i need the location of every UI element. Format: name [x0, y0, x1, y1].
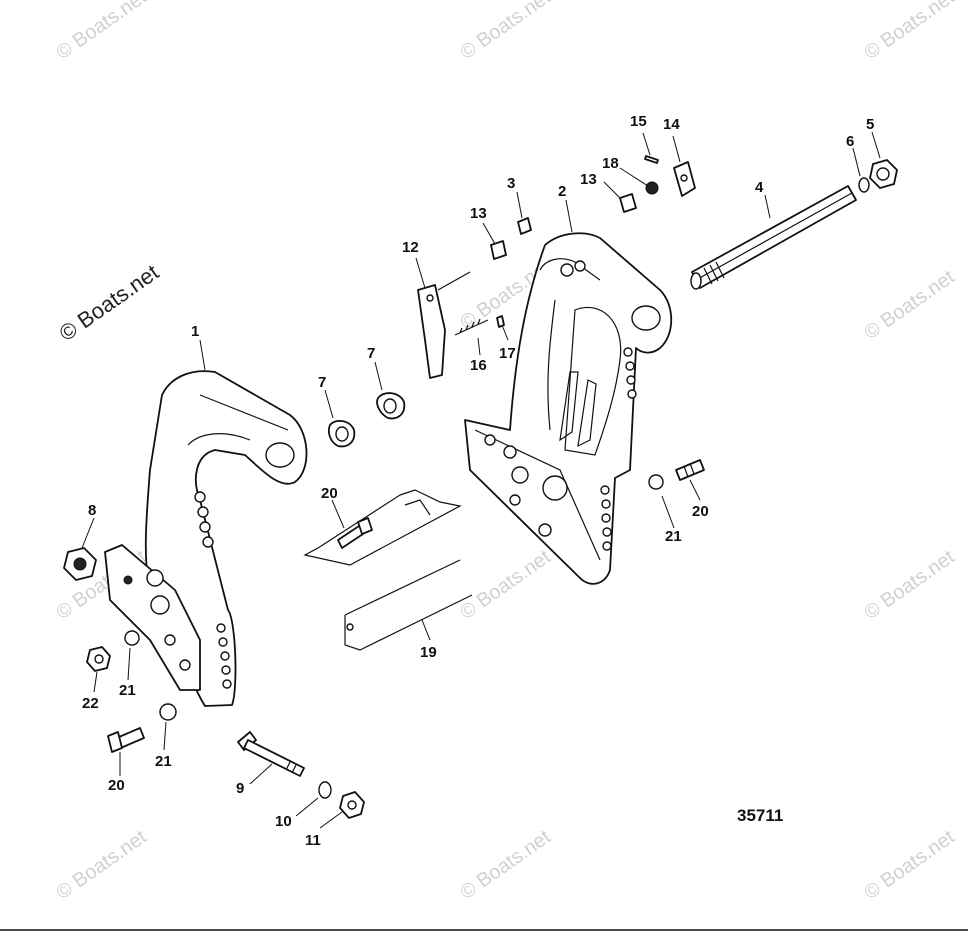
callout-label: 11	[305, 832, 321, 849]
part-washer-21b	[124, 630, 140, 646]
part-bolt-20c	[107, 727, 145, 753]
watermark: © Boats.net	[456, 826, 555, 904]
part-bracket-19	[303, 489, 473, 651]
watermark: © Boats.net	[456, 0, 555, 64]
callout-label: 4	[755, 179, 764, 196]
callout-label: 16	[470, 357, 487, 374]
callout-label: 15	[630, 113, 647, 130]
callout-label: 21	[665, 528, 682, 545]
callout-label: 9	[236, 780, 244, 797]
part-spring-16	[454, 318, 489, 336]
callout-label: 20	[321, 485, 338, 502]
callout-label: 5	[866, 116, 874, 133]
callout-label: 14	[663, 116, 680, 133]
callout-label: 2	[558, 183, 566, 200]
part-washer-6	[858, 177, 870, 193]
figure-number: 35711	[737, 806, 783, 825]
callout-label: 17	[499, 345, 516, 362]
part-washer-10	[318, 781, 332, 799]
part-bushing-13	[490, 240, 507, 260]
watermark-main: © Boats.net	[55, 259, 164, 346]
watermark: © Boats.net	[52, 826, 151, 904]
callout-label: 13	[470, 205, 487, 222]
part-lock-14	[673, 161, 696, 197]
leader-lines	[81, 131, 881, 829]
callout-label: 20	[692, 503, 709, 520]
part-bolt-20a	[337, 517, 373, 549]
part-nut-11	[339, 791, 365, 819]
watermark: © Boats.net	[860, 826, 959, 904]
callout-label: 20	[108, 777, 125, 794]
part-nut-18	[645, 181, 659, 195]
callout-label: 22	[82, 695, 99, 712]
watermark: © Boats.net	[52, 0, 151, 64]
callout-label: 21	[119, 682, 136, 699]
callout-label: 1	[191, 323, 199, 340]
callout-label: 3	[507, 175, 515, 192]
callout-label: 7	[318, 374, 326, 391]
watermark: © Boats.net	[860, 0, 959, 64]
callout-label: 8	[88, 502, 96, 519]
callout-label: 13	[580, 171, 597, 188]
part-bolt-9	[237, 731, 305, 777]
part-nut-5	[869, 159, 898, 189]
watermark: © Boats.net	[860, 546, 959, 624]
part-bushing-13b	[619, 193, 637, 213]
part-nut-8	[63, 547, 97, 581]
part-washer-7a	[327, 419, 356, 448]
part-pin-15	[644, 155, 659, 164]
callout-label: 12	[402, 239, 419, 256]
part-washer-21a	[648, 474, 664, 490]
part-clamp-bracket-right	[464, 232, 673, 585]
part-pin-17	[496, 315, 505, 328]
callout-label: 7	[367, 345, 375, 362]
callout-label: 18	[602, 155, 619, 172]
callout-label: 19	[420, 644, 437, 661]
part-washer-7b	[376, 392, 406, 420]
part-bolt-20b	[675, 459, 705, 481]
part-bushing-3	[517, 217, 532, 235]
callout-label: 21	[155, 753, 172, 770]
callout-label: 10	[275, 813, 292, 830]
watermark: © Boats.net	[860, 266, 959, 344]
part-nut-22	[86, 646, 111, 672]
callout-labels: 1 2 3 4 5 6 7 7 8 9 10 11 12 13 13 14 15…	[82, 113, 874, 849]
watermark: © Boats.net	[456, 546, 555, 624]
part-tilt-tube	[690, 185, 857, 290]
part-lever-12	[417, 271, 471, 379]
part-clamp-bracket-left	[104, 370, 308, 707]
part-washer-21c	[159, 703, 177, 721]
callout-label: 6	[846, 133, 854, 150]
